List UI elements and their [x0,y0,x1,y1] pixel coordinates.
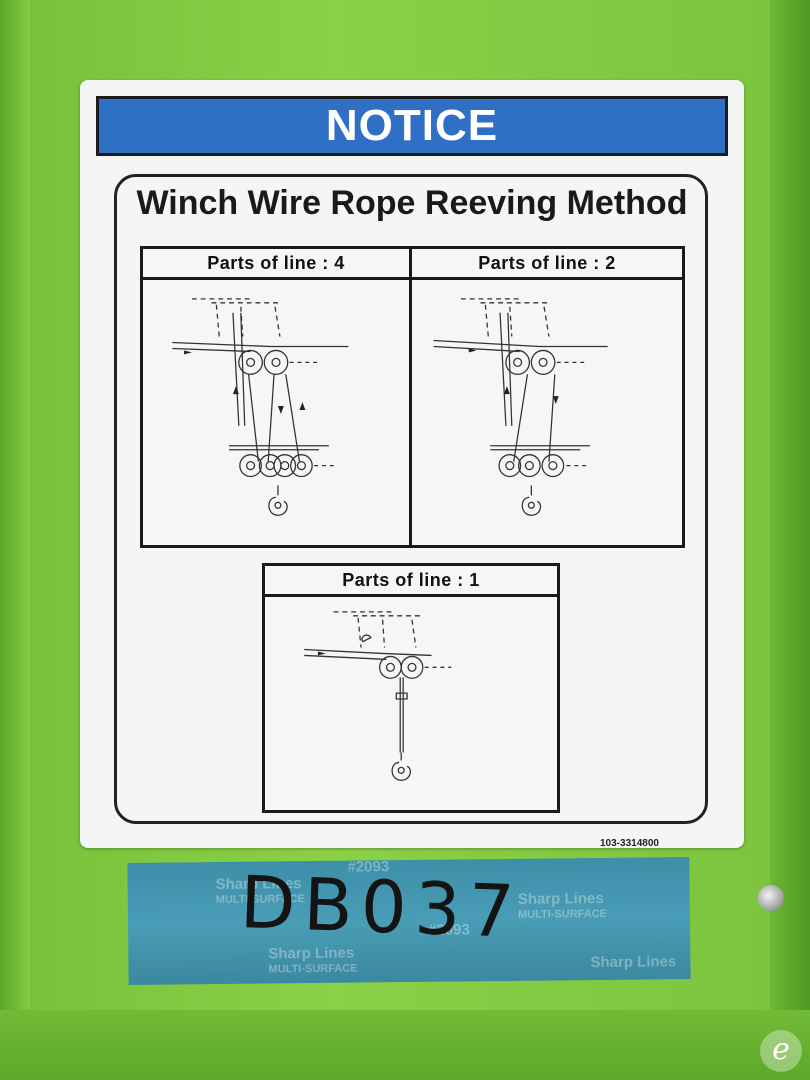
diagram-frame [114,174,708,824]
diagram-parts-of-line-4: Parts of line : 4 [140,246,412,548]
machine-bottom-rail [0,1010,810,1080]
tape-print-text: MULTI-SURFACE [268,962,358,976]
diagram-label: Parts of line : 4 [143,249,409,280]
diagram-parts-of-line-1: Parts of line : 1 [262,563,560,813]
reeving-diagram-2-icon [412,277,682,545]
tape-print-text: Sharp Lines [590,953,677,972]
diagram-parts-of-line-2: Parts of line : 2 [409,246,685,548]
tape-print-text: MULTI-SURFACE [517,907,608,921]
tape-print-text: Sharp Lines [517,889,604,908]
notice-sticker: NOTICE Winch Wire Rope Reeving Method Pa… [80,80,744,849]
reeving-diagram-4-icon [143,277,409,545]
machine-frame-right [770,0,810,1080]
reeving-diagram-1-icon [265,594,557,810]
diagram-label: Parts of line : 2 [412,249,682,280]
notice-banner: NOTICE [96,96,728,156]
handwritten-id: DB037 [238,860,524,954]
notice-heading: NOTICE [325,101,499,150]
watermark-logo: e [760,1030,802,1072]
sign-title: Winch Wire Rope Reeving Method [136,184,688,222]
part-number: 103-3314800 [600,838,659,849]
diagram-label: Parts of line : 1 [265,566,557,597]
bolt-head [758,885,784,911]
